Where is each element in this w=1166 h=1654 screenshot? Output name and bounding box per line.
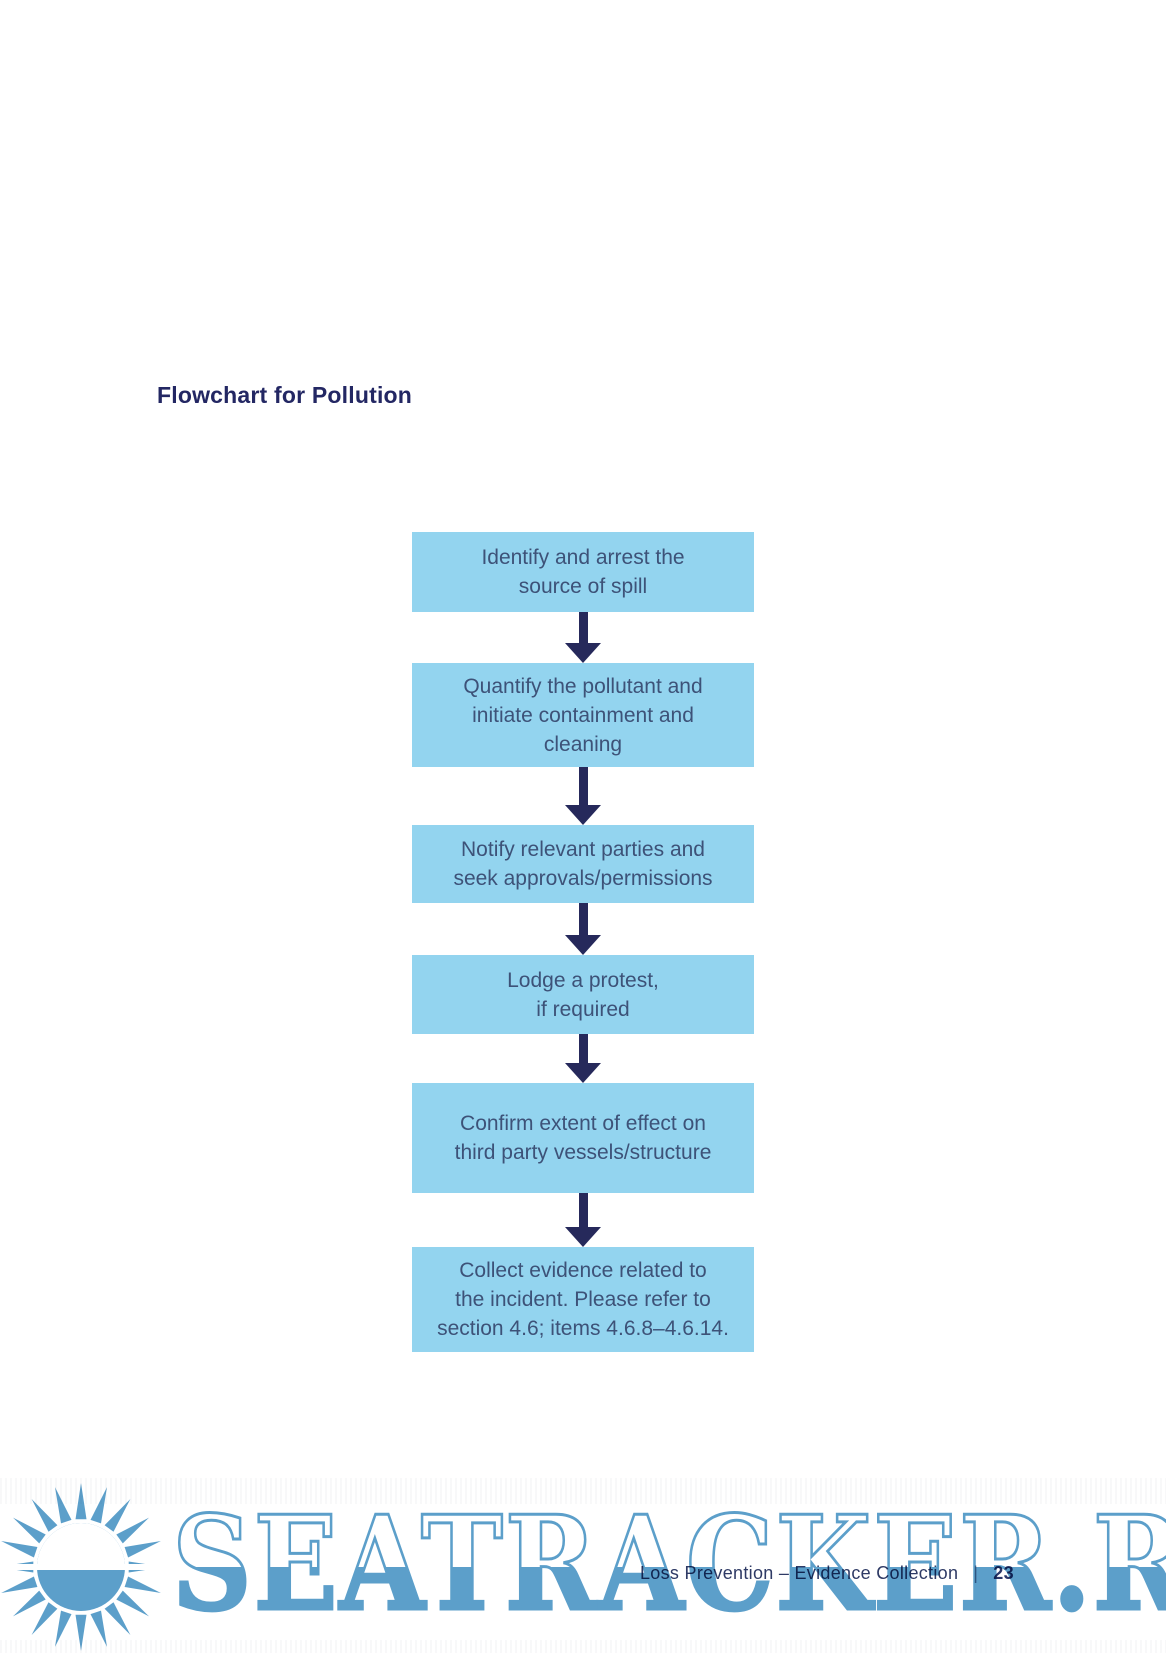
flow-step-confirm-extent: Confirm extent of effect on third party … bbox=[412, 1083, 754, 1193]
flow-arrow-down bbox=[412, 903, 754, 955]
flow-step-text: Identify and arrest the source of spill bbox=[481, 546, 685, 598]
flow-step-notify-parties: Notify relevant parties and seek approva… bbox=[412, 825, 754, 903]
arrow-head-icon bbox=[565, 935, 601, 955]
flow-step-text: Quantify the pollutant and initiate cont… bbox=[463, 674, 703, 756]
scan-noise-band bbox=[0, 1640, 1166, 1653]
arrow-head-icon bbox=[565, 805, 601, 825]
arrow-stem bbox=[578, 612, 588, 643]
arrow-head-icon bbox=[565, 1227, 601, 1247]
flow-step-identify-source: Identify and arrest the source of spill bbox=[412, 532, 754, 612]
arrow-stem bbox=[578, 767, 588, 805]
arrow-head-icon bbox=[565, 1063, 601, 1083]
flow-arrow-down bbox=[412, 1193, 754, 1247]
flow-step-text: Lodge a protest, if required bbox=[507, 968, 659, 1021]
arrow-stem bbox=[578, 1193, 588, 1227]
footer-page-number: 23 bbox=[993, 1563, 1014, 1583]
footer-separator: | bbox=[973, 1563, 979, 1583]
page-footer: Loss Prevention – Evidence Collection | … bbox=[640, 1563, 1014, 1584]
flow-step-text: Confirm extent of effect on third party … bbox=[454, 1112, 712, 1164]
flow-step-collect-evidence: Collect evidence related to the incident… bbox=[412, 1247, 754, 1352]
scan-noise-band bbox=[0, 1478, 1166, 1504]
arrow-stem bbox=[578, 1034, 588, 1063]
arrow-head-icon bbox=[565, 643, 601, 663]
flow-arrow-down bbox=[412, 1034, 754, 1083]
flow-step-text: Collect evidence related to the incident… bbox=[437, 1259, 729, 1340]
page-title: Flowchart for Pollution bbox=[157, 382, 413, 408]
flow-arrow-down bbox=[412, 767, 754, 825]
flow-arrow-down bbox=[412, 612, 754, 663]
arrow-stem bbox=[578, 903, 588, 935]
flow-step-quantify-pollutant: Quantify the pollutant and initiate cont… bbox=[412, 663, 754, 767]
flow-step-lodge-protest: Lodge a protest, if required bbox=[412, 955, 754, 1034]
flow-step-text: Notify relevant parties and seek approva… bbox=[453, 838, 713, 890]
footer-label: Loss Prevention – Evidence Collection bbox=[640, 1563, 959, 1583]
pollution-flowchart: Identify and arrest the source of spill … bbox=[412, 532, 754, 1352]
sunburst-logo-icon bbox=[0, 1483, 178, 1651]
